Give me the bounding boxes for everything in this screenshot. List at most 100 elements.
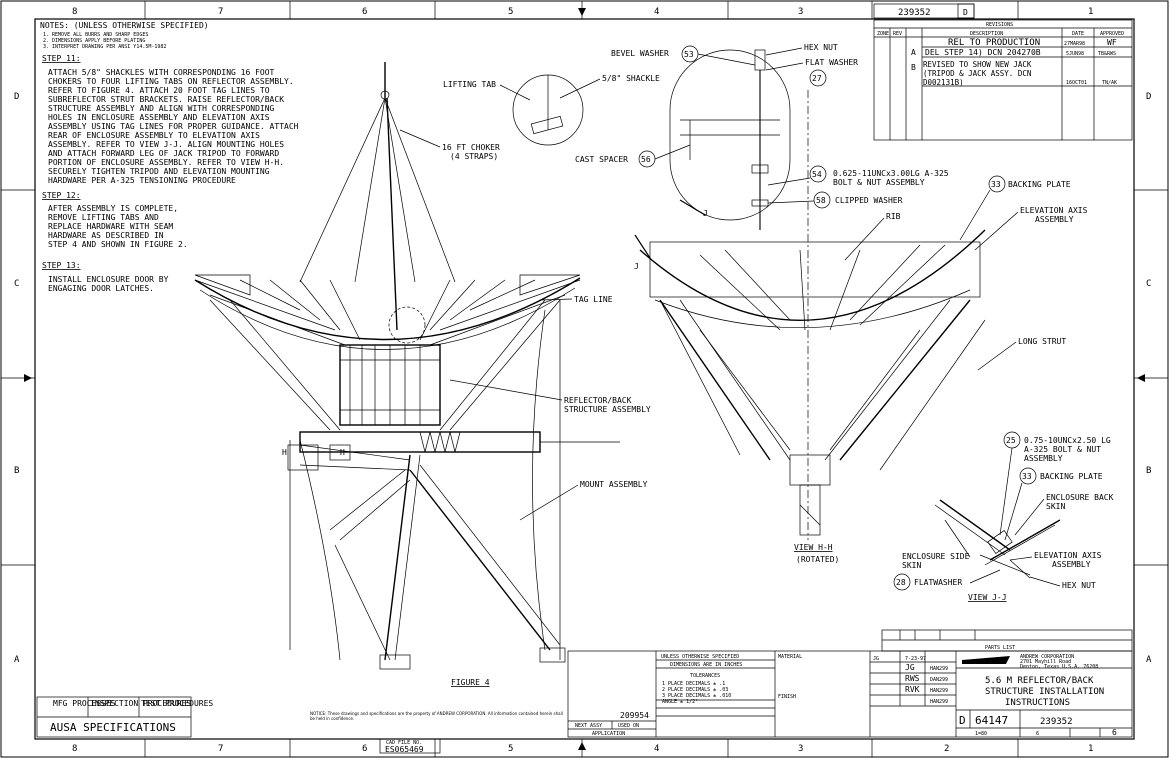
balloon-54: [809, 165, 827, 183]
date-5: HAN299: [930, 699, 948, 705]
step-11-line: ATTACH 5/8" SHACKLES WITH CORRESPONDING …: [48, 68, 275, 77]
date-1: 7-23-97: [905, 656, 926, 662]
used-on-label: USED ON: [618, 723, 639, 729]
view-hh-rotated: (ROTATED): [796, 555, 839, 564]
step-11: STEP 11: ATTACH 5/8" SHACKLES WITH CORRE…: [42, 54, 299, 185]
zone-side-b-r: B: [1146, 466, 1151, 476]
mfg-label: MFG PROCESSES: [53, 699, 116, 708]
label-elevation-axis-4: ASSEMBLY: [1052, 560, 1091, 569]
proprietary-notice-wrap: NOTICE: These drawings and specification…: [310, 711, 563, 721]
tol-title: TOLERANCES: [690, 673, 720, 679]
application-label: APPLICATION: [592, 731, 625, 737]
balloon-25-text: 25: [1006, 436, 1016, 445]
rev-header-zone: ZONE: [877, 31, 889, 37]
label-clipped-washer: CLIPPED WASHER: [835, 196, 903, 205]
note-1: 1. REMOVE ALL BURRS AND SHARP EDGES: [43, 32, 148, 38]
center-mark-right: [1137, 374, 1145, 382]
zone-bot-1: 1: [1088, 744, 1093, 754]
step-12: STEP 12: AFTER ASSEMBLY IS COMPLETE, REM…: [42, 191, 188, 249]
approved-initials: RVK: [905, 685, 920, 694]
tol-line: 3 PLACE DECIMALS ± .010: [662, 693, 731, 699]
date-4: HAN299: [930, 688, 948, 694]
title-block-text: UNLESS OTHERWISE SPECIFIED DIMENSIONS AR…: [310, 645, 1117, 754]
proprietary-notice: NOTICE: These drawings and specification…: [310, 711, 563, 721]
section-j-top: J: [703, 209, 708, 218]
step-11-line: SECURELY TIGHTEN TRIPOD AND ELEVATION MO…: [48, 167, 270, 176]
balloon-27: [809, 69, 827, 87]
zone-side-b: B: [14, 466, 19, 476]
balloon-28: [893, 573, 911, 591]
center-mark-left: [24, 374, 32, 382]
balloon-33b: [1019, 467, 1037, 485]
balloon-58: [813, 191, 831, 209]
revisions-table: REVISIONS ZONE REV DESCRIPTION DATE APPR…: [873, 19, 1133, 141]
label-bolt-a: 0.625-11UNCx3.00LG A-325: [833, 169, 949, 178]
rev-row-appr: TB&RWS: [1098, 51, 1116, 57]
andrew-logo: [962, 656, 1010, 664]
zone-bot-8: 8: [72, 744, 77, 754]
rev-row-rev: B: [911, 63, 916, 72]
rev-row-date: 5JUN98: [1066, 51, 1084, 57]
rev-row-desc: REVISED TO SHOW NEW JACK (TRIPOD & JACK …: [923, 60, 1032, 86]
label-rib: RIB: [886, 212, 901, 221]
balloon-28-text: 28: [896, 578, 906, 587]
zone-side-d: D: [14, 92, 19, 102]
rev-row-desc: DEL STEP 14) DCN 204270B: [925, 48, 1041, 57]
label-elevation-axis-2: ASSEMBLY: [1035, 215, 1074, 224]
balloon-33-text: 33: [991, 180, 1001, 189]
section-h-left: H: [282, 448, 287, 457]
section-h-right: H: [340, 448, 345, 457]
step-12-line: REMOVE LIFTING TABS AND: [48, 213, 159, 222]
title-line-3: INSTRUCTIONS: [1005, 698, 1070, 708]
balloon-53-text: 53: [684, 50, 694, 59]
rev-row-desc: REL TO PRODUCTION: [948, 38, 1040, 48]
zone-side-a: A: [14, 655, 20, 665]
label-elevation-axis: ELEVATION AXIS: [1020, 206, 1088, 215]
rev-value: 6: [1036, 731, 1039, 737]
balloon-33b-text: 33: [1022, 472, 1032, 481]
center-mark-top: [578, 8, 586, 16]
figure-4-labels: LIFTING TAB 5/8" SHACKLE 16 FT CHOKER (4…: [282, 74, 660, 687]
material-label: MATERIAL: [778, 654, 802, 660]
label-backing-plate: BACKING PLATE: [1008, 180, 1071, 189]
date-3: DAN299: [930, 677, 948, 683]
label-choker-2: (4 STRAPS): [450, 152, 498, 161]
step-13-line: ENGAGING DOOR LATCHES.: [48, 284, 154, 293]
step-13-line: INSTALL ENCLOSURE DOOR BY: [48, 275, 169, 284]
step-11-line: REAR OF ENCLOSURE ASSEMBLY TO ELEVATION …: [48, 131, 260, 140]
view-hh-labels: BEVEL WASHER 53 HEX NUT FLAT WASHER 27 C…: [575, 43, 1088, 564]
step-12-line: STEP 4 AND SHOWN IN FIGURE 2.: [48, 240, 188, 249]
zone-side-c: C: [14, 279, 19, 289]
step-12-line: REPLACE HARDWARE WITH SEAM: [48, 222, 173, 231]
figure-4-caption: FIGURE 4: [451, 678, 490, 687]
zone-top-3: 3: [798, 7, 803, 17]
next-assy-number: 209954: [620, 711, 649, 720]
label-enclosure-back-skin: SKIN: [1046, 502, 1065, 511]
step-11-line: ASSEMBLY. REFER TO VIEW J-J. ALIGN MOUNT…: [48, 140, 284, 149]
balloon-58-text: 58: [816, 196, 826, 205]
label-bolt-b: 0.75-10UNCx2.50 LG: [1024, 436, 1111, 445]
step-11-line: CHOKERS TO FOUR LIFTING TABS ON REFLECTO…: [48, 77, 294, 86]
test-label: TEST PROCEDURES: [141, 699, 213, 708]
figure-4-drawing: [194, 62, 620, 670]
label-bevel-washer: BEVEL WASHER: [611, 49, 669, 58]
title-line-1: 5.6 M REFLECTOR/BACK: [985, 676, 1094, 686]
step-12-title: STEP 12:: [42, 191, 81, 200]
rev-header-desc: DESCRIPTION: [970, 31, 1003, 37]
drawn-by: JG: [873, 656, 879, 662]
title-block: [379, 629, 1133, 754]
center-mark-bottom: [578, 742, 586, 750]
step-12-line: HARDWARE AS DESCRIBED IN: [48, 231, 164, 240]
title-line-2: STRUCTURE INSTALLATION: [985, 687, 1104, 697]
process-block: MFG PROCESSES INSPECTION PROCEDURES TEST…: [36, 696, 213, 738]
balloon-56-text: 56: [641, 155, 651, 164]
note-2: 2. DIMENSIONS APPLY BEFORE PLATING: [43, 38, 145, 44]
zone-bot-4: 4: [654, 744, 659, 754]
label-hex-nut-2: HEX NUT: [1062, 581, 1096, 590]
label-hex-nut: HEX NUT: [804, 43, 838, 52]
inspection-label: INSPECTION PROCEDURES: [90, 699, 191, 708]
label-enclosure-back: ENCLOSURE BACK: [1046, 493, 1114, 502]
